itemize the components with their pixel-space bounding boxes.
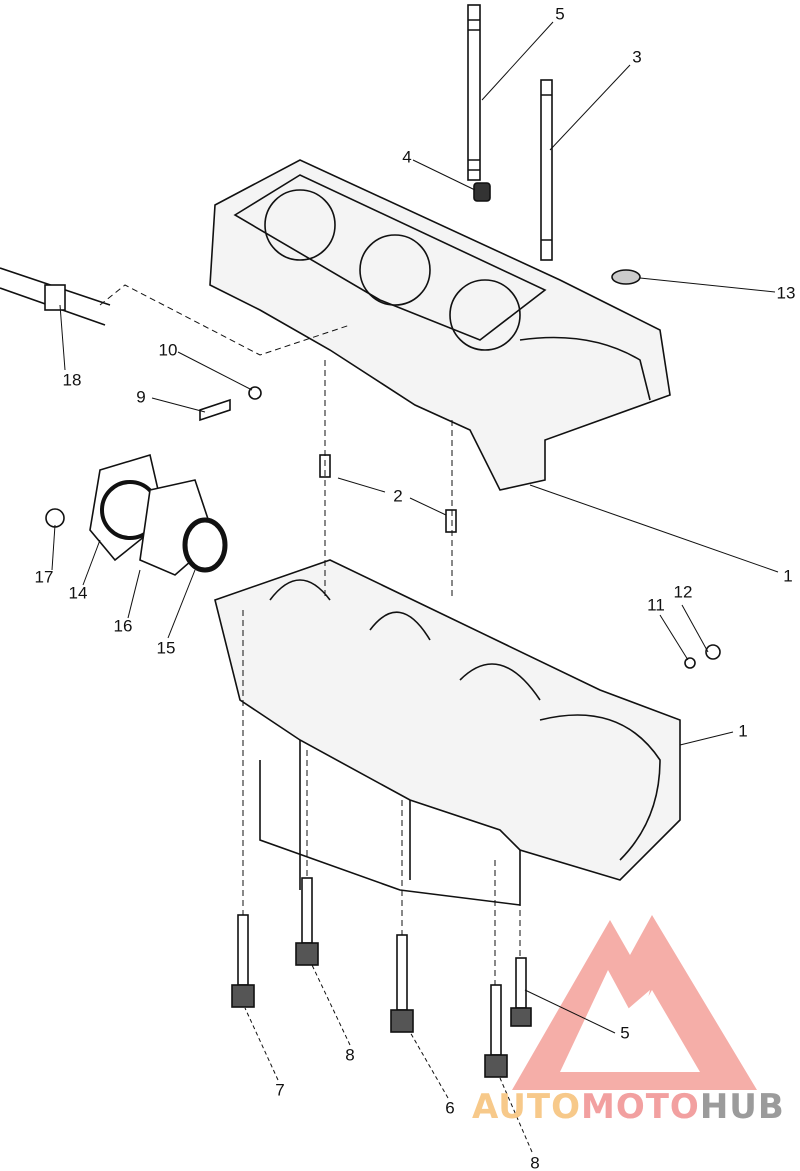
upper-crankcase — [209, 159, 671, 491]
callout-1-lower: 1 — [738, 721, 748, 741]
watermark-auto: AUTO — [472, 1087, 581, 1127]
callout-8: 8 — [345, 1045, 355, 1065]
callout-16: 16 — [113, 616, 133, 636]
watermark-moto: MOTO — [580, 1087, 700, 1127]
washer-11 — [684, 657, 696, 669]
callout-3: 3 — [632, 47, 642, 67]
callout-2: 2 — [393, 486, 403, 506]
bolt-8 — [295, 877, 319, 966]
callout-13: 13 — [776, 283, 796, 303]
bolt-5 — [510, 957, 532, 1027]
callout-8-bolt: 8 — [530, 1153, 540, 1171]
callout-7: 7 — [275, 1080, 285, 1100]
fitting-9 — [199, 398, 231, 422]
callout-17: 17 — [34, 567, 54, 587]
dowel-pin — [445, 509, 457, 533]
callout-18: 18 — [62, 370, 82, 390]
callout-10: 10 — [158, 340, 178, 360]
bolt-7 — [231, 914, 255, 1008]
callout-9: 9 — [136, 387, 146, 407]
screw-17 — [45, 508, 65, 528]
plug-12 — [705, 644, 721, 660]
bolt-6 — [390, 934, 414, 1033]
stud-5 — [467, 4, 481, 181]
leader-lines — [51, 21, 779, 1153]
watermark-hub: HUB — [699, 1087, 785, 1127]
callout-5-bolt: 5 — [620, 1023, 630, 1043]
bolt-8 — [484, 984, 508, 1078]
callout-5: 5 — [555, 4, 565, 24]
callout-12: 12 — [673, 582, 693, 602]
nut-4 — [473, 182, 491, 202]
callout-14: 14 — [68, 583, 88, 603]
callout-4: 4 — [402, 147, 412, 167]
callout-6: 6 — [445, 1098, 455, 1118]
callout-1-upper: 1 — [783, 566, 793, 586]
callout-15: 15 — [156, 638, 176, 658]
watermark-logo — [512, 915, 757, 1090]
lower-crankcase — [214, 559, 681, 906]
callout-11: 11 — [647, 595, 665, 615]
seal-15 — [182, 517, 228, 573]
watermark-text: AUTOMOTOHUB — [472, 1087, 785, 1127]
plug-13 — [611, 269, 641, 285]
stud-3 — [540, 79, 553, 261]
